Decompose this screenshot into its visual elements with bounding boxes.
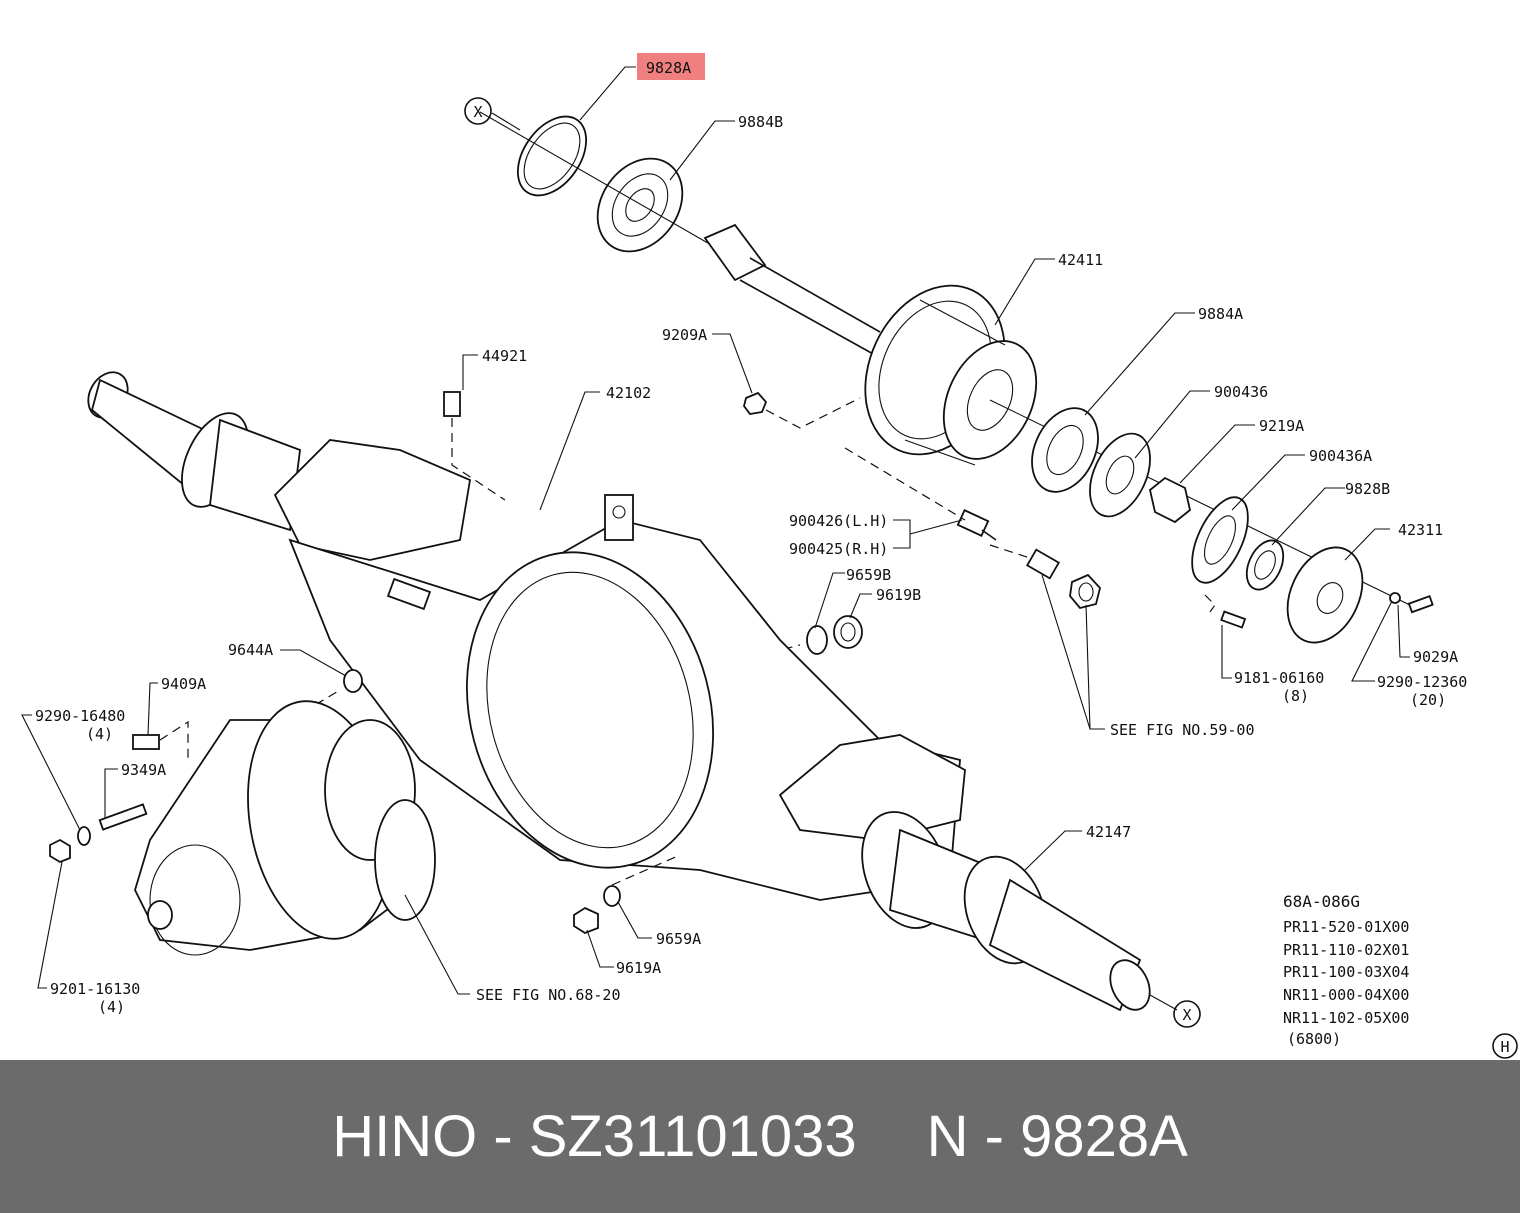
callout-42147: 42147 bbox=[1086, 823, 1131, 841]
callout-9409A: 9409A bbox=[161, 675, 206, 693]
lockwasher-900436A-part bbox=[1191, 496, 1249, 584]
seal-9828A-part bbox=[516, 115, 588, 197]
seal-9828B-part bbox=[1245, 539, 1285, 591]
ref-mark-x-bottom: X bbox=[1173, 1000, 1201, 1028]
gasket-9644A-part bbox=[343, 669, 363, 693]
footer-separator-1: - bbox=[477, 1104, 529, 1169]
callout-9181-06160: 9181-06160 bbox=[1234, 669, 1324, 687]
note-line-5: NR11-000-04X00 bbox=[1283, 986, 1409, 1004]
nut-9201-16130-part bbox=[49, 838, 71, 864]
washer-900436-part bbox=[1089, 432, 1151, 518]
dash-9181 bbox=[1204, 594, 1216, 613]
callout-9884B: 9884B bbox=[738, 113, 783, 131]
footer-separator-2: - bbox=[968, 1104, 1021, 1169]
hub-42411-part bbox=[864, 284, 1038, 466]
qty-9290-12360: (20) bbox=[1410, 691, 1446, 709]
bearing-9884A-part bbox=[1031, 407, 1099, 493]
axle-shaft-part bbox=[703, 223, 881, 356]
see-fig-68-20: SEE FIG NO.68-20 bbox=[476, 986, 621, 1004]
callout-9209A: 9209A bbox=[662, 326, 707, 344]
note-line-7: (6800) bbox=[1287, 1030, 1341, 1048]
axis-line-upper bbox=[479, 111, 721, 251]
bolt-9029A-part bbox=[1389, 592, 1434, 614]
callout-9619B: 9619B bbox=[876, 586, 921, 604]
svg-text:X: X bbox=[1182, 1006, 1191, 1024]
callout-9884A: 9884A bbox=[1198, 305, 1243, 323]
dash-plug bbox=[989, 544, 1031, 559]
callout-9619A: 9619A bbox=[616, 959, 661, 977]
nut-9209A-part bbox=[743, 391, 768, 415]
callout-9828B: 9828B bbox=[1345, 480, 1390, 498]
see-fig-59-00: SEE FIG NO.59-00 bbox=[1110, 721, 1255, 739]
callout-42102: 42102 bbox=[606, 384, 651, 402]
vent-44921-part bbox=[443, 391, 461, 417]
callout-900436: 900436 bbox=[1214, 383, 1268, 401]
leader-lines bbox=[21, 66, 1410, 1011]
callout-900425: 900425(R.H) bbox=[789, 540, 888, 558]
note-line-6: NR11-102-05X00 bbox=[1283, 1009, 1409, 1027]
footer-brand: HINO bbox=[332, 1104, 478, 1169]
qty-9290-16480: (4) bbox=[86, 725, 113, 743]
flange-42311-part bbox=[1286, 546, 1364, 644]
exploded-view-svg: 9828A 9884B 42411 9884A 9209A 44921 4210… bbox=[21, 53, 1518, 1059]
callout-900426: 900426(L.H) bbox=[789, 512, 888, 530]
note-line-3: PR11-110-02X01 bbox=[1283, 941, 1409, 959]
callout-9290-12360: 9290-12360 bbox=[1377, 673, 1467, 691]
dash-9619A bbox=[611, 854, 681, 886]
svg-text:H: H bbox=[1500, 1038, 1509, 1056]
footer-n-value: 9828A bbox=[1020, 1104, 1188, 1169]
callout-9659A: 9659A bbox=[656, 930, 701, 948]
note-line-2: PR11-520-01X00 bbox=[1283, 918, 1409, 936]
bolt-9181-part bbox=[1220, 610, 1247, 629]
washer-9290-16480-part bbox=[77, 826, 91, 846]
dash-9209A bbox=[765, 397, 861, 429]
callout-42411: 42411 bbox=[1058, 251, 1103, 269]
plug-9619A-part bbox=[573, 906, 599, 935]
parts-diagram: 9828A 9884B 42411 9884A 9209A 44921 4210… bbox=[21, 53, 1518, 1059]
nut-9219A-part bbox=[1148, 476, 1192, 524]
dash-breather bbox=[844, 447, 966, 521]
footer-bar: HINO - SZ31101033 N - 9828A bbox=[0, 1060, 1520, 1213]
dash-9409A bbox=[159, 720, 189, 760]
highlight-9828A bbox=[637, 53, 705, 80]
washer-9659A-part bbox=[603, 885, 621, 907]
plug-9619B-part bbox=[833, 615, 863, 649]
callout-9659B: 9659B bbox=[846, 566, 891, 584]
callout-9349A: 9349A bbox=[121, 761, 166, 779]
axle-housing-42102-part bbox=[87, 371, 1151, 1012]
callout-9219A: 9219A bbox=[1259, 417, 1304, 435]
dash-9644A bbox=[289, 689, 341, 721]
footer-part-number: SZ31101033 bbox=[528, 1104, 857, 1169]
callout-44921: 44921 bbox=[482, 347, 527, 365]
callout-900436A: 900436A bbox=[1309, 447, 1372, 465]
svg-text:X: X bbox=[473, 103, 482, 121]
breather-900426-part bbox=[956, 509, 997, 541]
stud-9349A-part bbox=[98, 803, 148, 831]
callout-9828A: 9828A bbox=[646, 59, 691, 77]
callout-42311: 42311 bbox=[1398, 521, 1443, 539]
differential-carrier-part bbox=[134, 700, 436, 956]
callout-9290-16480: 9290-16480 bbox=[35, 707, 125, 725]
bearing-9884B-part bbox=[596, 157, 684, 253]
callout-9029A: 9029A bbox=[1413, 648, 1458, 666]
footer-n-label: N bbox=[926, 1104, 969, 1169]
stud-9409A-part bbox=[132, 734, 160, 750]
qty-9201-16130: (4) bbox=[98, 998, 125, 1016]
dash-44921 bbox=[451, 418, 506, 501]
washer-9659B-part bbox=[806, 625, 828, 655]
callout-9644A: 9644A bbox=[228, 641, 273, 659]
note-line-1: 68A-086G bbox=[1283, 892, 1360, 911]
model-notes: 68A-086G PR11-520-01X00 PR11-110-02X01 P… bbox=[1283, 892, 1409, 1048]
ref-mark-x-top: X bbox=[464, 97, 492, 125]
callout-9201-16130: 9201-16130 bbox=[50, 980, 140, 998]
plug-part bbox=[1026, 548, 1101, 610]
ref-mark-h: H bbox=[1492, 1033, 1518, 1059]
note-line-4: PR11-100-03X04 bbox=[1283, 963, 1409, 981]
qty-9181-06160: (8) bbox=[1282, 687, 1309, 705]
